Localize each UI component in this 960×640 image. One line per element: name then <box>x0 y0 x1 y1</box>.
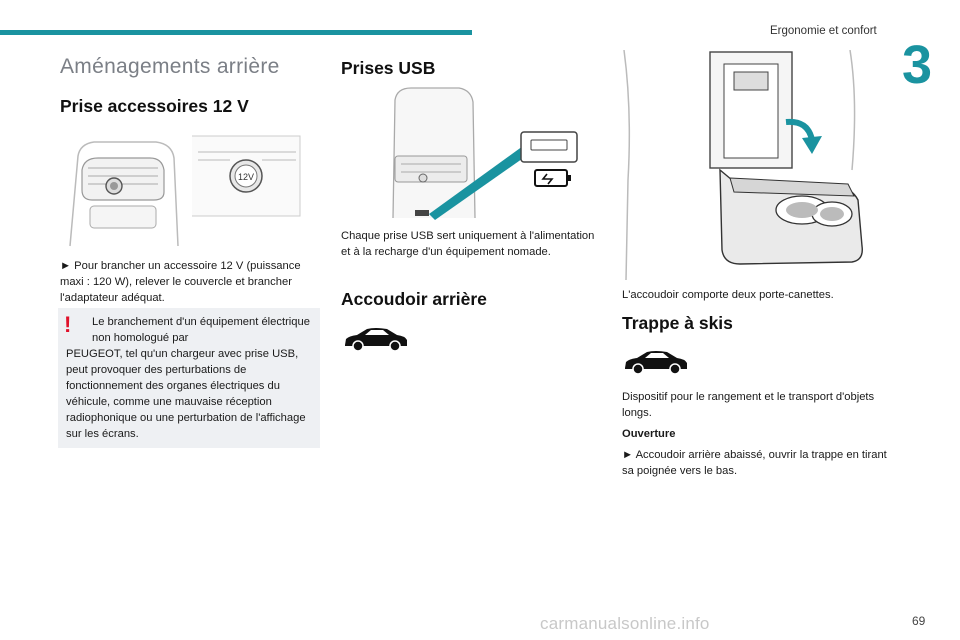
armrest-title: Accoudoir arrière <box>341 289 487 309</box>
chapter-title: Ergonomie et confort <box>770 25 877 37</box>
ski-title: Trappe à skis <box>622 313 733 333</box>
chapter-accent-bar <box>0 30 472 35</box>
usb-illustration <box>392 87 578 220</box>
suv-silhouette-icon <box>345 328 407 352</box>
page-number: 69 <box>912 614 926 628</box>
rear-console-illustration <box>69 141 179 247</box>
warning-icon: ! <box>64 312 72 337</box>
warning-text-first: Le branchement d'un équipement électriqu… <box>92 316 310 344</box>
opening-text: ► Accoudoir arrière abaissé, ouvrir la t… <box>622 449 887 477</box>
usb-title: Prises USB <box>341 58 436 78</box>
socket-12v-label: 12V <box>238 172 254 182</box>
socket-closeup-illustration: 12V <box>192 135 301 217</box>
watermark: carmanualsonline.info <box>540 614 710 633</box>
chapter-number: 3 <box>902 35 933 95</box>
ski-text: Dispositif pour le rangement et le trans… <box>622 391 875 419</box>
socket-instruction: ► Pour brancher un accessoire 12 V (puis… <box>60 260 301 304</box>
armrest-illustration <box>623 50 863 280</box>
section-title: Aménagements arrière <box>60 55 280 78</box>
armrest-caption: L'accoudoir comporte deux porte-canettes… <box>622 289 834 301</box>
warning-text-rest: PEUGEOT, tel qu'un chargeur avec prise U… <box>66 348 306 440</box>
warning-box <box>58 308 320 448</box>
usb-text: Chaque prise USB sert uniquement à l'ali… <box>341 230 595 258</box>
opening-label: Ouverture <box>622 428 676 440</box>
socket-subtitle: Prise accessoires 12 V <box>60 96 249 116</box>
suv-silhouette-icon <box>625 351 687 375</box>
